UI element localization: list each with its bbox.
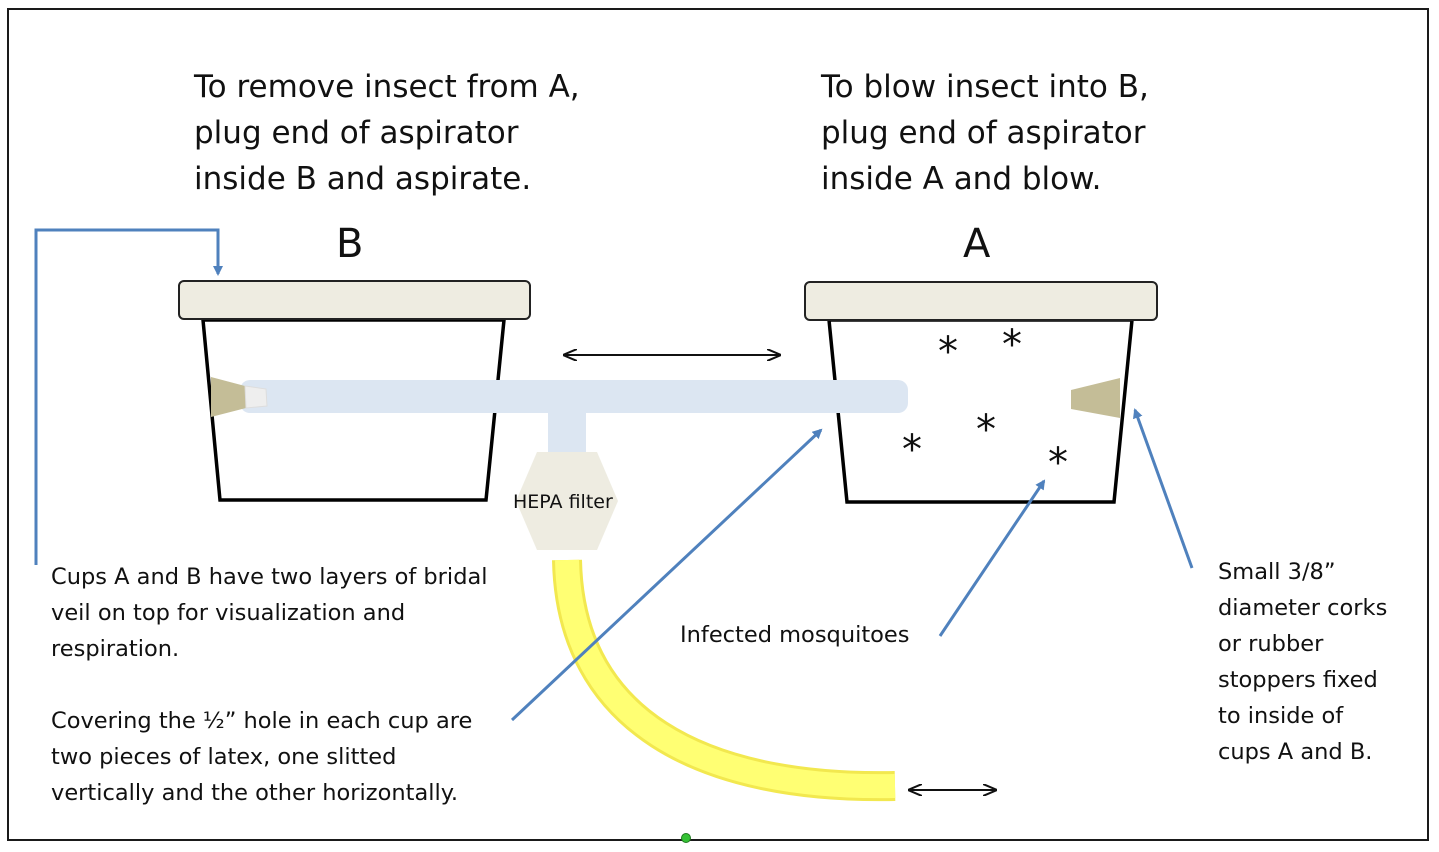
aspirator-hose [552,559,896,802]
mosquito-icon: * [902,427,922,473]
cork-pointer-arrow [1133,408,1194,569]
note-line: respiration. [51,636,180,662]
note-line: Covering the ½” hole in each cup are [51,708,473,734]
instruction-left-line: To remove insect from A, [194,69,580,105]
note-line: two pieces of latex, one slitted [51,744,397,770]
mosquito-icon: * [976,407,996,453]
note-line: vertically and the other horizontally. [51,780,458,806]
cup-b-label: B [336,221,364,267]
instruction-left: To remove insect from A, plug end of asp… [194,64,580,202]
note-bridal-veil: Cups A and B have two layers of bridal v… [51,559,488,667]
note-line: to inside of [1218,703,1344,729]
note-line: stoppers fixed [1218,667,1378,693]
veil-pointer-arrow [34,228,223,565]
note-line: veil on top for visualization and [51,600,406,626]
instruction-right: To blow insect into B, plug end of aspir… [821,64,1149,202]
note-line: diameter corks [1218,595,1388,621]
note-line: Cups A and B have two layers of bridal [51,564,488,590]
latex-pointer-arrow [510,428,823,722]
mosquito-icon: * [1048,440,1068,486]
instruction-right-line: inside A and blow. [821,161,1102,197]
hepa-filter-label: HEPA filter [513,491,613,513]
cup-a-lid [804,281,1158,321]
hepa-filter [516,452,618,550]
cup-a [804,281,1158,504]
instruction-right-line: To blow insect into B, [821,69,1149,105]
cup-a-label: A [963,221,991,267]
instruction-right-line: plug end of aspirator [821,115,1146,151]
mosquito-icon: * [938,329,958,375]
cork-cup-b [211,377,246,417]
note-line: cups A and B. [1218,739,1373,765]
cup-b-lid [178,280,531,320]
note-infected-mosquitoes: Infected mosquitoes [680,622,910,648]
t-tube [240,380,908,460]
instruction-left-line: plug end of aspirator [194,115,519,151]
note-line: or rubber [1218,631,1324,657]
note-line: Small 3/8” [1218,559,1336,585]
instruction-left-line: inside B and aspirate. [194,161,532,197]
mosquito-pointer-arrow [938,479,1046,637]
cork-cup-a [1071,378,1120,418]
note-latex: Covering the ½” hole in each cup are two… [51,703,472,811]
mosquito-icon: * [1002,322,1022,368]
note-corks: Small 3/8” diameter corks or rubber stop… [1218,554,1387,770]
rotation-handle[interactable] [681,833,691,843]
